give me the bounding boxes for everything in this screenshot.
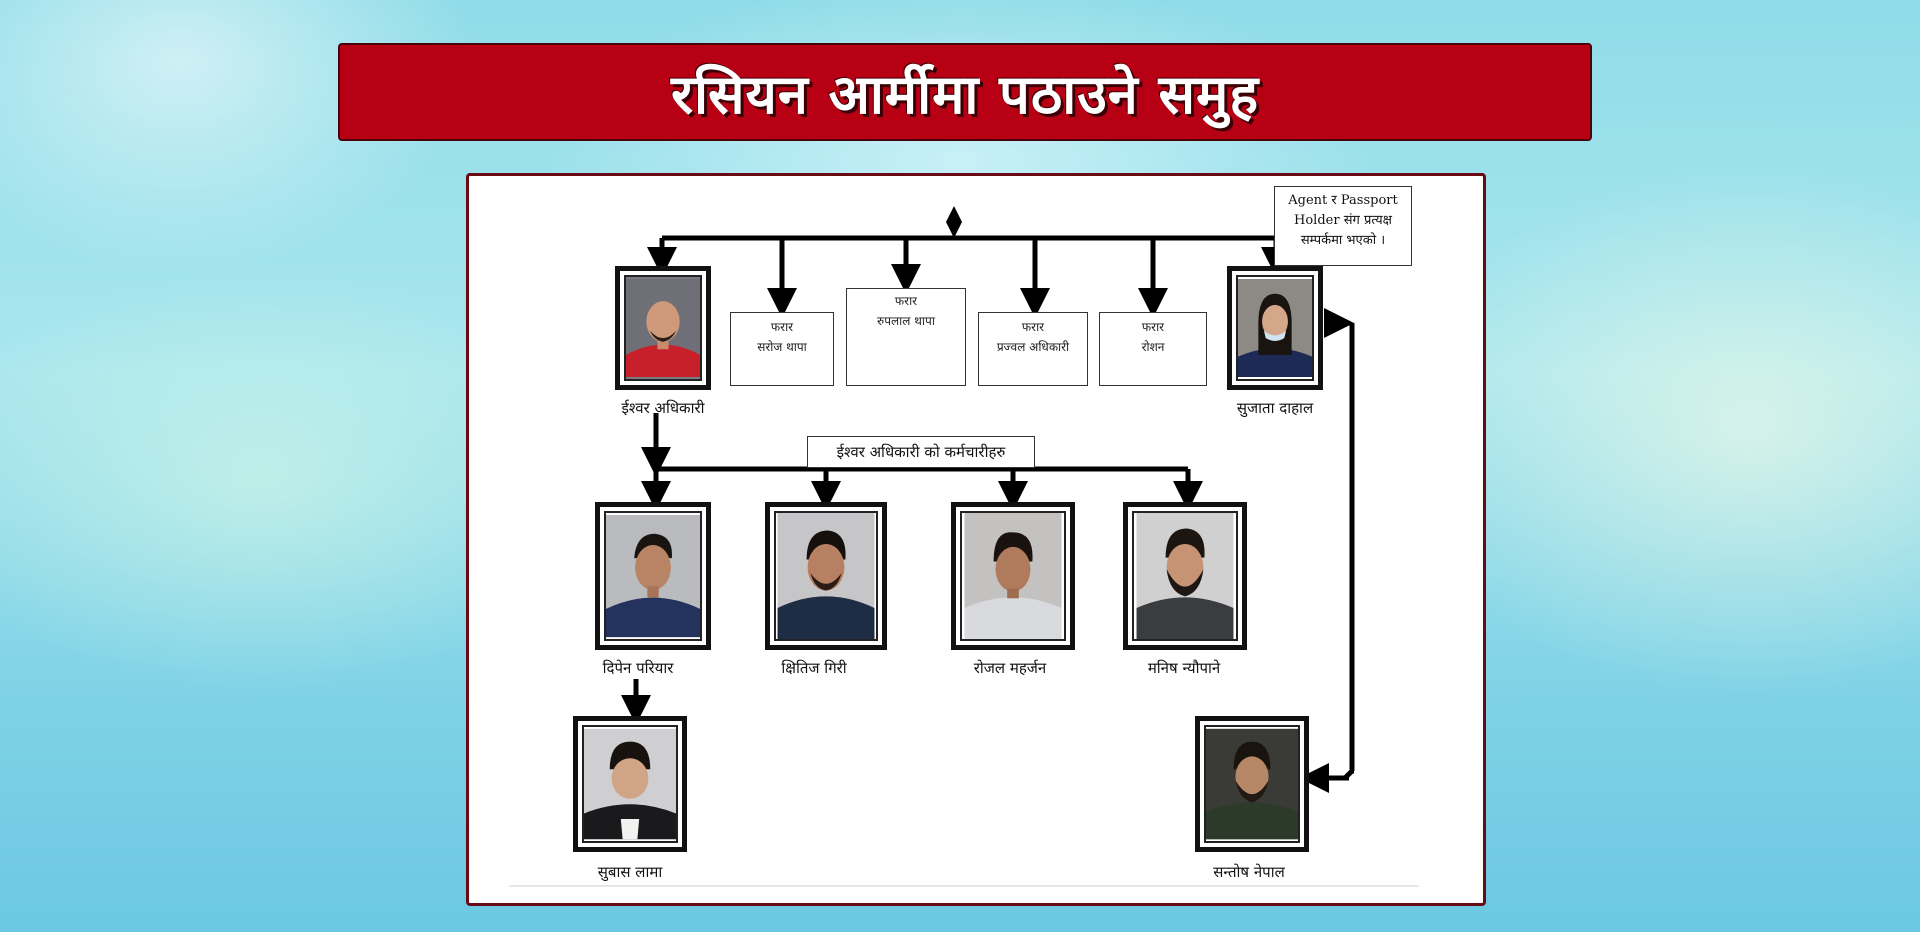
portrait-manish-icon	[1136, 513, 1234, 639]
connector-lines	[509, 206, 1419, 887]
absconding-status: फरार	[1141, 320, 1165, 334]
absconding-box-saroj: फरार सरोज थापा	[730, 312, 834, 386]
note-line-1: Agent र Passport	[1288, 193, 1398, 208]
absconding-status: फरार	[894, 294, 918, 308]
name-dipen: दिपेन परियार	[602, 659, 674, 677]
name-subas: सुबास लामा	[597, 863, 663, 881]
portrait-santosh-icon	[1206, 728, 1298, 840]
name-sujata: सुजाता दाहाल	[1236, 399, 1314, 417]
banner-title: रसियन आर्मीमा पठाउने समुह	[670, 63, 1260, 126]
portrait-subas-icon	[584, 728, 676, 840]
absconding-name: प्रज्वल अधिकारी	[996, 340, 1070, 354]
photo-subas	[573, 716, 687, 852]
absconding-name: रुपलाल थापा	[877, 314, 935, 328]
name-ishwar: ईश्वर अधिकारी	[621, 399, 705, 417]
name-manish: मनिष न्यौपाने	[1147, 659, 1221, 677]
photo-dipen	[595, 502, 711, 650]
portrait-rojal-icon	[964, 513, 1062, 639]
name-rojal: रोजल महर्जन	[973, 659, 1047, 677]
title-banner: रसियन आर्मीमा पठाउने समुह	[338, 43, 1592, 141]
photo-kshitij	[765, 502, 887, 650]
absconding-status: फरार	[770, 320, 794, 334]
org-chart-panel: Agent र Passport Holder संग प्रत्यक्ष सम…	[466, 173, 1486, 906]
note-line-2: Holder संग प्रत्यक्ष	[1294, 213, 1392, 228]
absconding-box-rupalal: फरार रुपलाल थापा	[846, 288, 966, 386]
absconding-status: फरार	[1021, 320, 1045, 334]
absconding-box-roshan: फरार रोशन	[1099, 312, 1207, 386]
absconding-name: रोशन	[1141, 340, 1165, 354]
note-line-3: सम्पर्कमा भएको ।	[1300, 233, 1386, 248]
photo-sujata	[1227, 266, 1323, 390]
portrait-dipen-icon	[606, 514, 700, 638]
absconding-box-prajwal: फरार प्रज्वल अधिकारी	[978, 312, 1088, 386]
photo-rojal	[951, 502, 1075, 650]
contact-note-box: Agent र Passport Holder संग प्रत्यक्ष सम…	[1274, 186, 1412, 266]
name-kshitij: क्षितिज गिरी	[781, 659, 847, 677]
absconding-name: सरोज थापा	[757, 340, 807, 354]
employees-label-box: ईश्वर अधिकारी को कर्मचारीहरु	[807, 436, 1035, 468]
photo-santosh	[1195, 716, 1309, 852]
source-diamond	[946, 206, 962, 238]
portrait-kshitij-icon	[777, 513, 875, 639]
name-santosh: सन्तोष नेपाल	[1213, 863, 1285, 881]
portrait-sujata-icon	[1238, 278, 1312, 378]
employees-label: ईश्वर अधिकारी को कर्मचारीहरु	[836, 443, 1006, 461]
portrait-ishwar-icon	[626, 278, 700, 378]
photo-manish	[1123, 502, 1247, 650]
photo-ishwar	[615, 266, 711, 390]
